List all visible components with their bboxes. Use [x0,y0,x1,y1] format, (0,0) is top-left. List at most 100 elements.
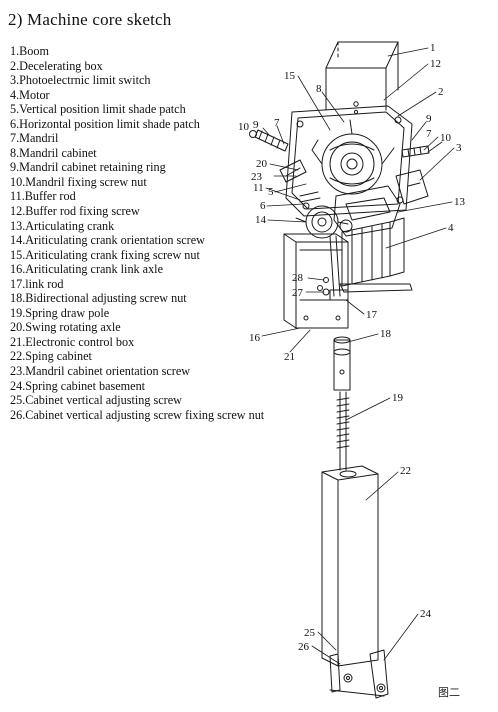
parts-list-item: 24.Spring cabinet basement [10,378,146,393]
figure-caption: 图二 [438,686,460,699]
callout-label: 27 [292,287,304,299]
parts-list-item: 3.Photoelectrnic limit switch [10,73,151,88]
part-number: 20 [10,320,23,335]
part-name: Ariticulating crank fixing screw nut [25,247,200,262]
part-name: Vertical position limit shade patch [19,102,186,117]
callout-label: 5 [268,186,274,198]
parts-list-item: 23.Mandril cabinet orientation screw [10,364,191,379]
parts-list-item: 9.Mandril cabinet retaining ring [10,160,166,175]
part-number: 21 [10,334,23,349]
part-number: 7 [10,131,17,146]
callout-label: 10 [440,132,452,144]
mandril-screw-right [401,145,430,158]
page-title: 2) Machine core sketch [8,10,172,29]
callout-label: 15 [284,70,296,82]
callout-label: 7 [274,117,280,129]
callout-label: 10 [238,121,250,133]
parts-list-item: 5.Vertical position limit shade patch [10,102,186,117]
parts-list-item: 12.Buffer rod fixing screw [10,204,140,219]
part-name: Buffer rod fixing screw [25,204,140,219]
parts-list-item: 15.Ariticulating crank fixing screw nut [10,247,200,262]
callout-label: 16 [249,332,261,344]
boom [325,41,399,115]
parts-list-item: 7.Mandril [10,131,59,146]
callout-label: 2 [438,86,444,98]
part-name: Spring cabinet basement [25,378,146,393]
part-name: Photoelectrnic limit switch [19,73,151,88]
parts-list-item: 19.Spring draw pole [10,305,110,320]
callout-label: 4 [448,222,454,234]
part-number: 4 [10,87,17,102]
spring-draw-pole [336,391,350,471]
callout-label: 25 [304,627,316,639]
callout-label: 19 [392,392,404,404]
part-number: 10 [10,174,23,189]
articulating-crank [333,185,401,237]
callout-label: 24 [420,608,432,620]
parts-list-item: 4.Motor [10,87,50,102]
parts-list-item: 1.Boom [10,44,49,58]
part-number: 11 [10,189,22,204]
part-number: 12 [10,204,23,219]
callout-labels: 1 2 3 4 5 6 7 7 8 9 9 10 10 11 12 13 14 … [238,42,466,653]
spring-cabinet [321,465,379,667]
part-number: 8 [10,145,17,160]
parts-list-item: 22.Sping cabinet [10,349,92,364]
callout-label: 21 [284,351,295,363]
parts-list-item: 16.Ariticulating crank link axle [10,262,163,277]
bidirectional-adjusting-screw-nut [333,336,351,391]
part-number: 23 [10,364,23,379]
part-name: Cabinet vertical adjusting screw fixing … [25,407,265,422]
callout-label: 13 [454,196,466,208]
part-name: Sping cabinet [25,349,92,364]
callout-label: 7 [426,128,432,140]
part-number: 13 [10,218,23,233]
parts-list-item: 17.link rod [10,276,64,291]
callout-label: 1 [430,42,436,54]
part-number: 6 [10,116,17,131]
callout-label: 26 [298,641,310,653]
part-name: Motor [19,87,50,102]
part-name: Buffer rod [24,189,76,204]
part-name: Bidirectional adjusting screw nut [25,291,187,306]
mandril-screw-left [249,129,289,152]
buffer-rod [299,191,321,203]
part-name: Horizontal position limit shade patch [19,116,200,131]
part-name: Mandril fixing screw nut [25,174,147,189]
decelerating-box [285,105,413,217]
part-number: 15 [10,247,23,262]
callout-label: 14 [255,214,267,226]
part-number: 25 [10,393,23,408]
part-number: 26 [10,407,23,422]
swing-rotating-axle [279,159,307,183]
part-number: 16 [10,262,23,277]
part-name: Swing rotating axle [25,320,121,335]
part-number: 24 [10,378,23,393]
part-number: 5 [10,102,17,117]
callout-label: 11 [253,182,264,194]
part-number: 2 [10,58,17,73]
callout-label: 22 [400,465,411,477]
part-number: 3 [10,73,17,88]
part-name: Ariticulating crank link axle [25,262,163,277]
callout-label: 6 [260,200,266,212]
photoelectric-limit-switch [395,169,429,205]
parts-list-item: 14.Ariticulating crank orientation screw [10,233,205,248]
part-name: Cabinet vertical adjusting screw [25,393,182,408]
part-name: link rod [25,276,64,291]
parts-list-item: 13.Articulating crank [10,218,115,233]
part-number: 19 [10,305,23,320]
part-name: Mandril cabinet orientation screw [25,364,191,379]
part-number: 14 [10,233,23,248]
part-number: 1 [10,44,17,58]
parts-list-item: 25.Cabinet vertical adjusting screw [10,393,182,408]
callout-label: 20 [256,158,268,170]
part-name: Ariticulating crank orientation screw [25,233,205,248]
parts-list-item: 20.Swing rotating axle [10,320,121,335]
part-name: Mandril [19,131,59,146]
part-name: Electronic control box [25,334,135,349]
part-name: Mandril cabinet [19,145,97,160]
part-number: 17 [10,276,23,291]
parts-list-item: 21.Electronic control box [10,334,135,349]
callout-label: 28 [292,272,304,284]
